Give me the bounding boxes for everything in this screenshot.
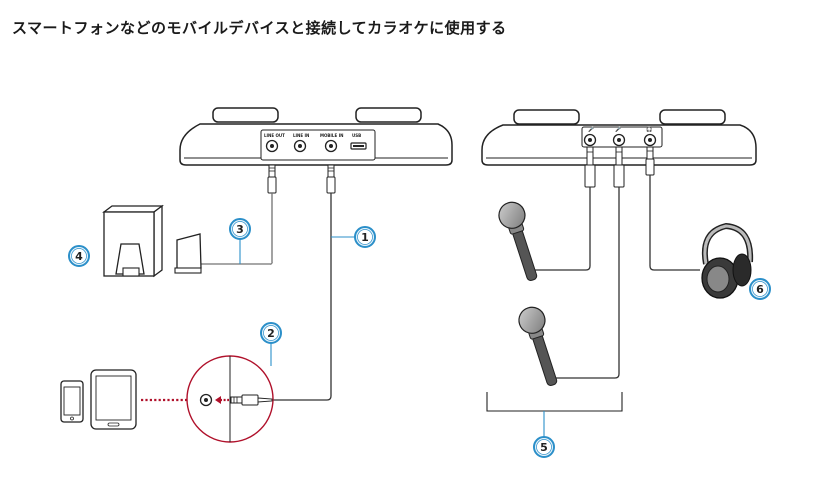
plug-mic-2	[613, 146, 625, 188]
cable-mobile-in-to-device	[272, 193, 332, 401]
callout-1-label: 1	[361, 231, 369, 244]
cable-mic-2	[551, 187, 620, 379]
callout-4-label: 4	[75, 250, 83, 263]
port-mic-1: 🎤	[583, 126, 597, 147]
headphones	[701, 222, 754, 299]
callout-2-label: 2	[267, 327, 275, 340]
mic-bracket	[486, 392, 623, 412]
microphone-1	[498, 201, 538, 281]
callout-1: 1	[331, 226, 376, 248]
smartphone	[60, 380, 84, 423]
callout-5: 5	[533, 436, 555, 458]
tablet	[90, 369, 137, 430]
port-headphone: 🎧	[643, 126, 657, 147]
headphone-port-icon: 🎧	[646, 126, 652, 133]
port-label-usb: USB	[352, 133, 361, 138]
cable-headphone	[649, 175, 700, 271]
port-line-in: LINE IN	[293, 133, 309, 153]
port-label-line-in: LINE IN	[293, 133, 309, 138]
callout-6: 6	[749, 278, 771, 300]
port-mobile-in: MOBILE IN	[320, 133, 343, 153]
callout-3-label: 3	[236, 223, 244, 236]
port-line-out: LINE OUT	[264, 133, 285, 153]
cable-mic-1	[530, 187, 591, 271]
callout-4: 4	[68, 245, 90, 267]
port-usb: USB	[350, 133, 367, 150]
port-label-line-out: LINE OUT	[264, 133, 285, 138]
callout-3: 3	[229, 218, 251, 264]
microphone-2	[518, 306, 558, 386]
plug-line-out	[267, 164, 277, 194]
mic-2-icon: 🎤	[615, 126, 622, 133]
sound-blaster-device-rear	[179, 107, 453, 166]
headphone-jack-zoom	[186, 355, 274, 443]
plug-mobile-in	[326, 164, 336, 194]
page-title: スマートフォンなどのモバイルデバイスと接続してカラオケに使用する	[12, 19, 507, 37]
callout-2: 2	[260, 322, 282, 366]
port-label-mobile-in: MOBILE IN	[320, 133, 343, 138]
mic-1-icon: 🎤	[588, 126, 595, 133]
plug-mic-1	[584, 146, 596, 188]
callout-6-label: 6	[756, 283, 764, 296]
plug-headphone	[645, 146, 655, 176]
speaker-system	[102, 204, 202, 278]
port-mic-2: 🎤	[612, 126, 626, 147]
callout-5-label: 5	[540, 441, 548, 454]
